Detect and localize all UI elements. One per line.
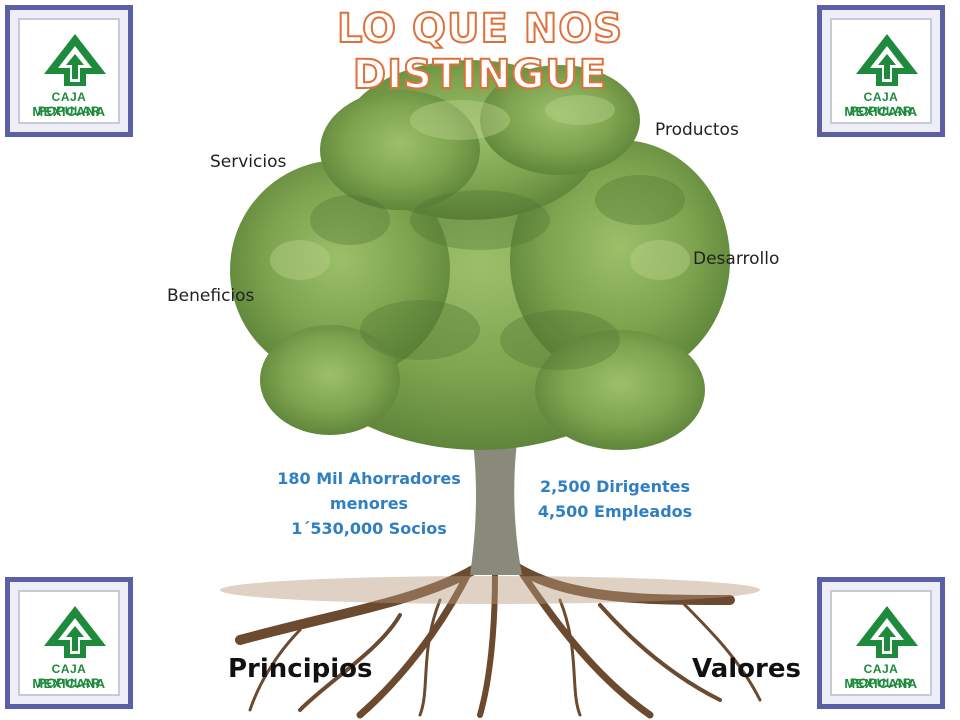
logo-text-line1: CAJA POPULAR	[849, 90, 913, 118]
pine-tree-logo-icon	[856, 606, 918, 658]
pine-tree-logo-icon	[44, 606, 106, 658]
trunk-right-stats: 2,500 Dirigentes 4,500 Empleados	[515, 474, 715, 524]
roots	[235, 555, 762, 719]
logo-top-right: CAJA POPULAR MEXICANA	[817, 5, 945, 137]
trunk-left-stats: 180 Mil Ahorradores menores 1´530,000 So…	[255, 466, 483, 541]
label-desarrollo: Desarrollo	[693, 249, 780, 269]
tree-canopy	[230, 60, 730, 450]
logo-text-line2: MEXICANA	[844, 676, 918, 691]
label-productos: Productos	[655, 120, 739, 140]
pine-tree-logo-icon	[856, 34, 918, 86]
logo-text-line2: MEXICANA	[32, 676, 106, 691]
logo-bottom-right: CAJA POPULAR MEXICANA	[817, 577, 945, 709]
logo-bottom-left: CAJA POPULAR MEXICANA	[5, 577, 133, 709]
stat-dirigentes: 2,500 Dirigentes	[539, 477, 691, 496]
stat-empleados: 4,500 Empleados	[537, 502, 693, 521]
logo-top-left: CAJA POPULAR MEXICANA	[5, 5, 133, 137]
logo-text-line1: CAJA POPULAR	[37, 662, 101, 690]
label-valores: Valores	[692, 654, 801, 684]
stat-socios: 1´530,000 Socios	[291, 519, 447, 538]
logo-text-line2: MEXICANA	[844, 104, 918, 119]
tree-trunk	[470, 420, 522, 575]
logo-text-line2: MEXICANA	[32, 104, 106, 119]
label-beneficios: Beneficios	[167, 286, 255, 306]
stat-ahorradores: 180 Mil Ahorradores	[277, 469, 461, 488]
pine-tree-logo-icon	[44, 34, 106, 86]
logo-text-line1: CAJA POPULAR	[849, 662, 913, 690]
label-principios: Principios	[228, 654, 373, 684]
stat-menores: menores	[329, 494, 409, 513]
label-servicios: Servicios	[210, 152, 287, 172]
page-title: LO QUE NOS DISTINGUE	[336, 5, 623, 99]
logo-text-line1: CAJA POPULAR	[37, 90, 101, 118]
